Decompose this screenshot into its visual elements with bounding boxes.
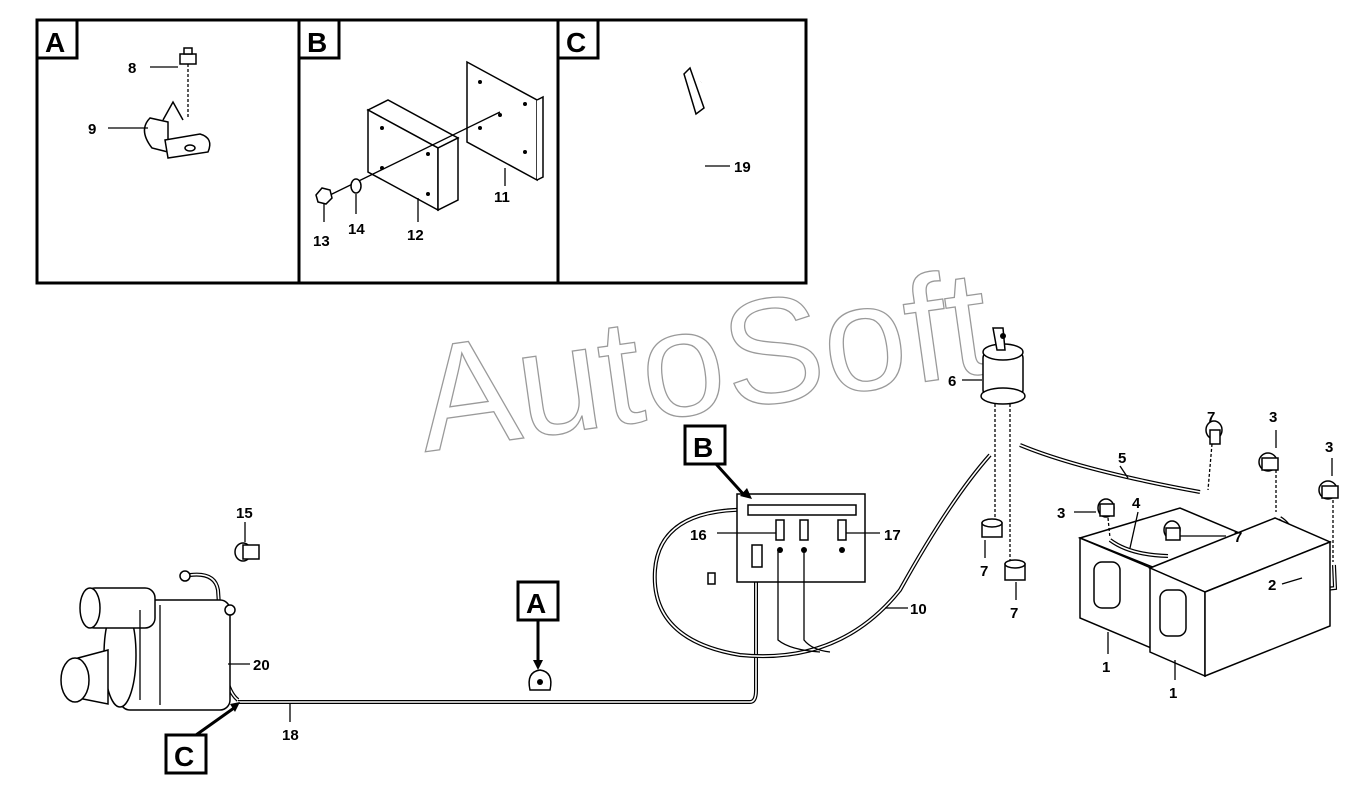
part-number: 3 [1269, 409, 1277, 426]
panel-c-label: C [566, 27, 586, 58]
part-number: 4 [1132, 495, 1141, 512]
nut-icon [315, 187, 333, 205]
part-number: 15 [236, 505, 253, 522]
part-number: 19 [734, 159, 751, 176]
part-number: 7 [980, 563, 988, 580]
part-number: 3 [1325, 439, 1333, 456]
cable [1019, 443, 1201, 494]
part-number: 12 [407, 227, 424, 244]
cable-clamp [528, 669, 552, 691]
part-number: 9 [88, 121, 96, 138]
callout-tag-c: C [164, 702, 240, 775]
fuse-block-icon [329, 99, 501, 212]
callout-tag-a: A [516, 580, 560, 670]
part-number: 16 [690, 527, 707, 544]
cable-tie-icon [629, 66, 705, 230]
panel-b-label: B [307, 27, 327, 58]
part-number: 14 [348, 221, 365, 238]
part-number: 8 [128, 60, 136, 77]
detail-panels: A 8 9 B [35, 18, 808, 285]
terminal-cap-icon [1097, 498, 1115, 518]
detail-panel-c: C 19 [556, 18, 751, 230]
bolt-icon [179, 47, 197, 118]
terminal-cap-icon [1205, 420, 1223, 445]
part-number: 13 [313, 233, 330, 250]
svg-text:B: B [693, 432, 713, 463]
part-number: 6 [948, 373, 956, 390]
battery-disconnect-switch [980, 327, 1026, 560]
part-number: 3 [1057, 505, 1065, 522]
part-number: 1 [1102, 659, 1110, 676]
part-number: 11 [494, 189, 510, 206]
terminal-cap-icon [1163, 520, 1181, 541]
part-number: 7 [1207, 409, 1215, 426]
part-number: 10 [910, 601, 927, 618]
terminal-cap-icon [1318, 480, 1339, 500]
svg-text:C: C [174, 741, 194, 772]
detail-frame [35, 18, 808, 285]
part-number: 2 [1268, 577, 1276, 594]
terminal-cap-icon [1258, 452, 1279, 472]
part-number: 5 [1118, 450, 1126, 467]
part-number: 7 [1234, 529, 1242, 546]
washer-icon [350, 178, 362, 194]
part-number: 7 [1010, 605, 1018, 622]
battery [1148, 517, 1332, 678]
mounting-plate-icon [466, 60, 544, 182]
callout-tag-b: B [683, 424, 752, 499]
cable-clamp-icon [143, 100, 211, 159]
fuse-icon [707, 572, 716, 585]
terminal-cap-icon [1004, 559, 1026, 581]
part-number: 1 [1169, 685, 1177, 702]
panel-a-label: A [45, 27, 65, 58]
terminal-cap-icon [981, 518, 1003, 538]
part-number: 18 [282, 727, 299, 744]
fuse-box [736, 493, 866, 653]
part-number: 17 [884, 527, 901, 544]
terminal-cap-icon [234, 542, 260, 562]
detail-panel-b: B 11 12 [297, 18, 544, 250]
detail-panel-a: A 8 9 [35, 18, 211, 159]
starter-motor [60, 570, 236, 711]
svg-text:A: A [526, 588, 546, 619]
part-number: 20 [253, 657, 270, 674]
